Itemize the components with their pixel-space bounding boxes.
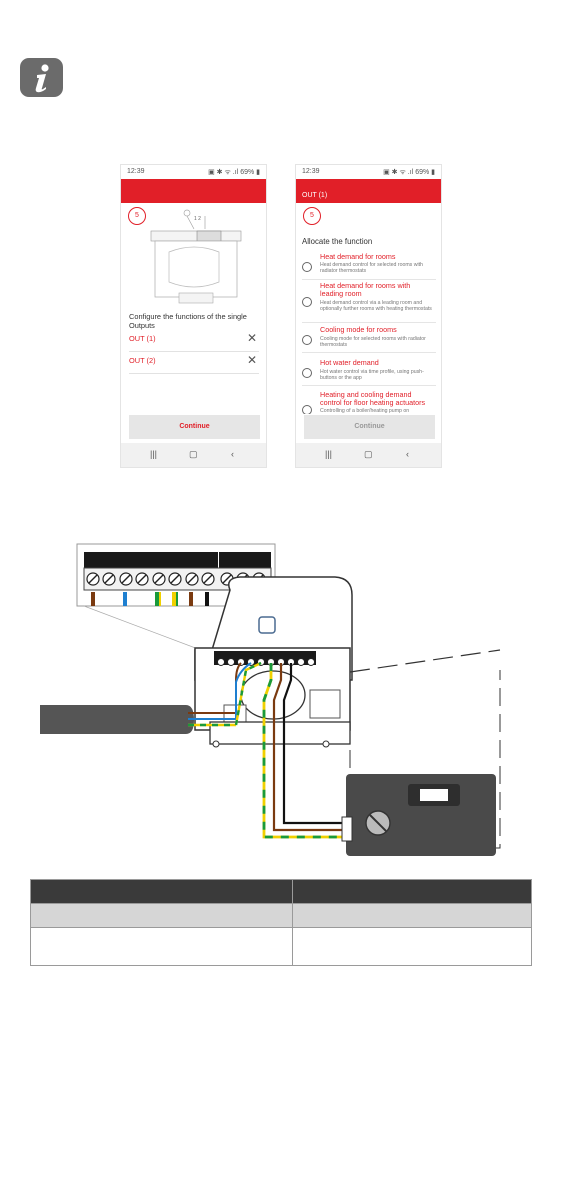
table-cell xyxy=(292,927,532,966)
status-icons: ▣ ✱ ᯤ .ıl 69% ▮ xyxy=(383,169,435,176)
recents-icon[interactable]: ||| xyxy=(325,449,333,459)
function-description: Hot water control via time profile, usin… xyxy=(320,369,424,381)
app-header: OUT (1) xyxy=(296,179,441,203)
status-bar: 12:39 ▣ ✱ ᯤ .ıl 69% ▮ xyxy=(296,165,441,179)
output-row[interactable]: OUT (2) ✕ xyxy=(129,353,259,374)
recents-icon[interactable]: ||| xyxy=(150,449,158,459)
continue-button[interactable]: Continue xyxy=(304,415,435,439)
output-label: OUT (1) xyxy=(129,334,156,343)
function-title: Heat demand for rooms xyxy=(320,252,396,261)
header-title: OUT (1) xyxy=(302,192,328,199)
function-option[interactable]: Heat demand for rooms with leading room … xyxy=(302,281,436,323)
status-icons: ▣ ✱ ᯤ .ıl 69% ▮ xyxy=(208,169,260,176)
output-label: OUT (2) xyxy=(129,356,156,365)
function-option[interactable]: Heat demand for rooms Heat demand contro… xyxy=(302,252,436,280)
function-description: Cooling mode for selected rooms with rad… xyxy=(320,336,426,348)
close-icon[interactable]: ✕ xyxy=(246,353,257,367)
function-title: Heat demand for rooms with leading room xyxy=(320,281,411,299)
configure-outputs-text: Configure the functions of the single Ou… xyxy=(129,312,247,330)
allocate-function-label: Allocate the function xyxy=(302,237,373,246)
android-nav-bar: ||| ▢ ‹ xyxy=(121,443,266,467)
phone-screenshot-allocate: 12:39 ▣ ✱ ᯤ .ıl 69% ▮ OUT (1) 5 Allocate… xyxy=(296,165,441,467)
device-sketch: 1 2 xyxy=(150,209,242,304)
wiring-diagram xyxy=(40,543,501,856)
step-indicator: 5 xyxy=(128,207,146,225)
radio-button[interactable] xyxy=(302,368,312,378)
step-indicator: 5 xyxy=(303,207,321,225)
close-icon[interactable]: ✕ xyxy=(246,331,257,345)
function-title: Cooling mode for rooms xyxy=(320,325,397,334)
table-cell xyxy=(292,903,532,928)
phone-screenshot-configure: 12:39 ▣ ✱ ᯤ .ıl 69% ▮ 5 1 2 Configure th… xyxy=(121,165,266,467)
android-nav-bar: ||| ▢ ‹ xyxy=(296,443,441,467)
function-description: Heat demand control for selected rooms w… xyxy=(320,262,423,274)
radio-button[interactable] xyxy=(302,405,312,414)
home-icon[interactable]: ▢ xyxy=(364,449,373,459)
info-icon xyxy=(20,58,63,97)
svg-text:1 2: 1 2 xyxy=(194,216,201,222)
table-header-cell xyxy=(292,879,532,904)
back-icon[interactable]: ‹ xyxy=(406,449,409,459)
status-time: 12:39 xyxy=(127,168,145,175)
status-time: 12:39 xyxy=(302,168,320,175)
output-row[interactable]: OUT (1) ✕ xyxy=(129,331,259,352)
radio-button[interactable] xyxy=(302,335,312,345)
function-option[interactable]: Heating and cooling demand control for f… xyxy=(302,391,436,414)
radio-button[interactable] xyxy=(302,262,312,272)
function-option[interactable]: Cooling mode for rooms Cooling mode for … xyxy=(302,325,436,353)
table-cell xyxy=(30,927,293,966)
continue-button[interactable]: Continue xyxy=(129,415,260,439)
info-table xyxy=(30,879,532,966)
function-title: Heating and cooling demand control for f… xyxy=(320,391,426,408)
home-icon[interactable]: ▢ xyxy=(189,449,198,459)
function-description: Controlling of a boiler/heating pump on xyxy=(320,408,410,414)
back-icon[interactable]: ‹ xyxy=(231,449,234,459)
table-cell xyxy=(30,903,293,928)
radio-button[interactable] xyxy=(302,297,312,307)
table-header-cell xyxy=(30,879,293,904)
function-description: Heat demand control via a leading room a… xyxy=(320,300,432,312)
function-option[interactable]: Hot water demand Hot water control via t… xyxy=(302,358,436,386)
status-bar: 12:39 ▣ ✱ ᯤ .ıl 69% ▮ xyxy=(121,165,266,179)
app-header xyxy=(121,179,266,203)
function-title: Hot water demand xyxy=(320,358,379,367)
